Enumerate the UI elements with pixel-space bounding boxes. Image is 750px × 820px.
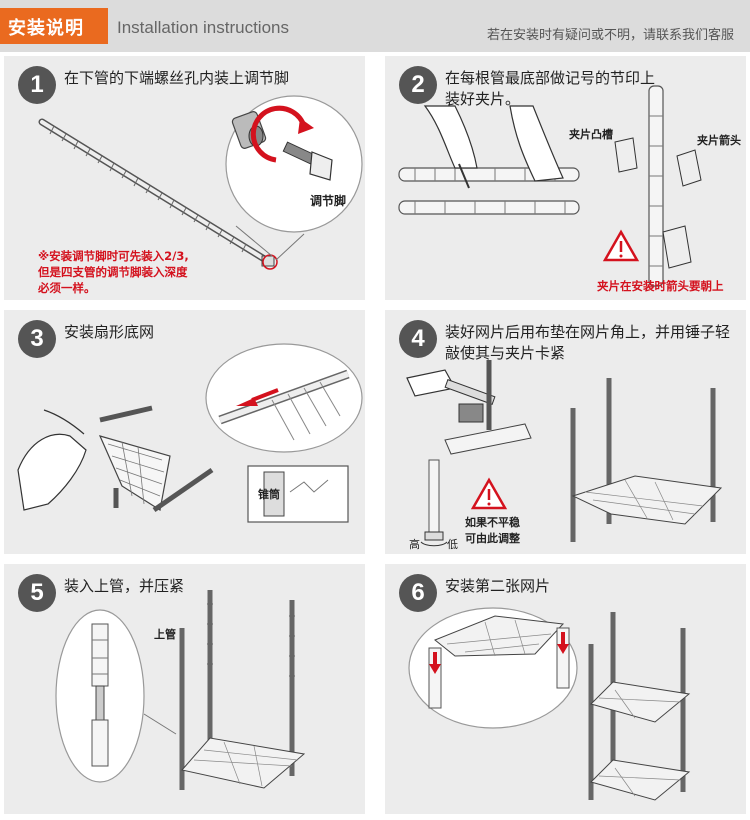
label-taper: 锥筒 [258, 488, 280, 501]
note-line-3: 必须一样。 [38, 281, 96, 295]
step-instruction: 在每根管最底部做记号的节印上装好夹片。 [445, 69, 656, 108]
step-3-panel: 3 安装扇形底网 锥筒 [4, 310, 365, 554]
label-clip-arrow: 夹片箭头 [697, 134, 741, 147]
step-5-panel: 5 装入上管，并压紧 上管 [4, 564, 365, 814]
step-instruction: 装入上管，并压紧 [64, 577, 185, 595]
adjust-note-line-2: 可由此调整 [465, 532, 520, 545]
step-2-panel: 2 在每根管最底部做记号的节印上装好夹片。 [385, 56, 746, 300]
label-clip-groove: 夹片凸槽 [569, 128, 613, 141]
step-instruction: 安装扇形底网 [64, 323, 155, 341]
step-4-illustration [406, 360, 723, 547]
step-number: 6 [399, 574, 437, 612]
page-subtitle: Installation instructions [117, 18, 289, 37]
label-high: 高 [409, 538, 420, 551]
step-1-panel: 1 在下管的下端螺丝孔内装上调节脚 调节脚 ※安装调节脚时可先装入2/3, [4, 56, 365, 300]
step-number: 4 [399, 320, 437, 358]
label-upper-tube: 上管 [154, 628, 176, 641]
note-line-2: 但是四支管的调节脚装入深度 [38, 265, 188, 279]
step-number: 2 [399, 66, 437, 104]
adjust-note-line-1: 如果不平稳 [465, 516, 520, 529]
note-line-1: ※安装调节脚时可先装入2/3, [38, 249, 189, 263]
step-instruction: 在下管的下端螺丝孔内装上调节脚 [64, 69, 290, 87]
step-number: 1 [18, 66, 56, 104]
step-instruction: 装好网片后用布垫在网片角上，并用锤子轻敲使其与夹片卡紧 [445, 323, 731, 362]
step-instruction: 安装第二张网片 [445, 577, 551, 595]
warning-note: 夹片在安装时箭头要朝上 [597, 279, 724, 293]
label-low: 低 [447, 538, 458, 551]
header: 安装说明 Installation instructions 若在安装时有疑问或… [0, 0, 750, 52]
step-3-illustration [17, 343, 363, 523]
step-2-illustration [398, 85, 702, 287]
step-5-illustration [55, 590, 306, 790]
step-4-panel: 4 装好网片后用布垫在网片角上，并用锤子轻敲使其与夹片卡紧 高 低 如果不平稳 … [385, 310, 746, 554]
support-notice: 若在安装时有疑问或不明，请联系我们客服 [486, 28, 734, 43]
step-1-illustration [38, 95, 363, 270]
title-badge [0, 8, 108, 44]
step-6-illustration [408, 607, 691, 801]
page-title: 安装说明 [8, 18, 84, 39]
step-number: 3 [18, 320, 56, 358]
step-6-panel: 6 安装第二张网片 [385, 564, 746, 814]
step-number: 5 [18, 574, 56, 612]
label-adjust-foot: 调节脚 [310, 194, 347, 208]
